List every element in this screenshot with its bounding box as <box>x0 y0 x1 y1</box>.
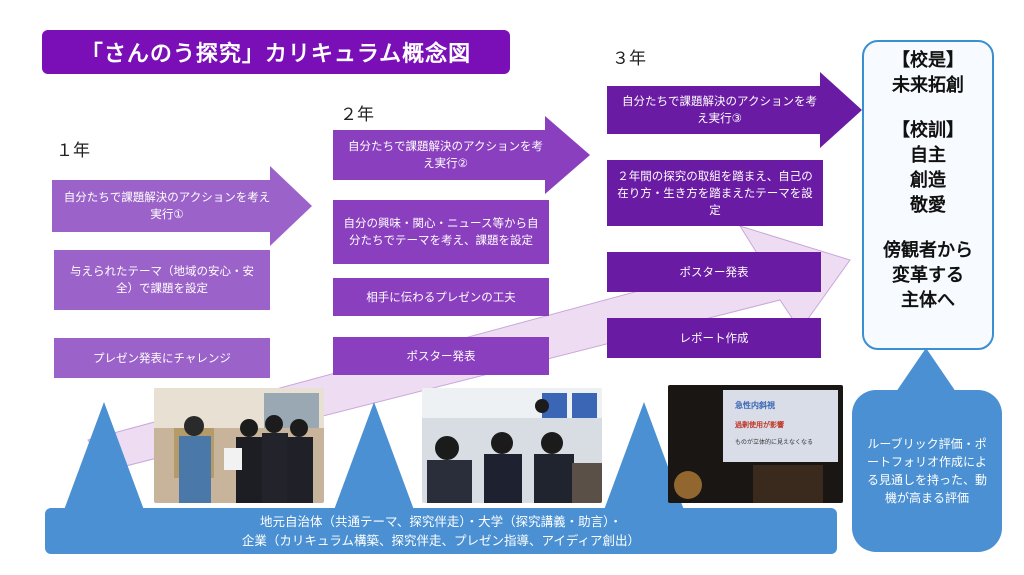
year2-action-arrow: 自分たちで課題解決のアクションを考え実行② <box>333 130 558 180</box>
year2-presentation-box: 相手に伝わるプレゼンの工夫 <box>333 278 549 316</box>
year2-action-text: 自分たちで課題解決のアクションを考え実行② <box>348 139 543 170</box>
support-triangle-2 <box>334 402 414 510</box>
partners-bar: 地元自治体（共通テーマ、探究伴走）・大学（探究講義・助言）・ 企業（カリキュラム… <box>45 508 837 554</box>
partners-line-1: 地元自治体（共通テーマ、探究伴走）・大学（探究講義・助言）・ <box>260 514 622 529</box>
slide-presentation-photo <box>668 385 843 503</box>
students-presentation-photo <box>154 388 324 503</box>
motto: 未来拓創 <box>892 75 964 96</box>
year3-action-text: 自分たちで課題解決のアクションを考え実行③ <box>622 94 817 125</box>
school-goal-box: 【校是】 未来拓創 【校訓】 自主 創造 敬愛 傍観者から 変革する 主体へ <box>862 40 994 350</box>
motto-label: 【校是】 <box>892 50 964 71</box>
page-title: 「さんのう探究」カリキュラム概念図 <box>42 30 510 74</box>
year3-arrow-shape <box>607 72 862 148</box>
support-triangle-eval <box>896 348 956 392</box>
year2-theme-box: 自分の興味・関心・ニュース等から自分たちでテーマを考え、課題を設定 <box>333 200 549 264</box>
year3-report-box: レポート作成 <box>607 318 821 358</box>
precept-2: 創造 <box>910 170 946 191</box>
evaluation-box: ルーブリック評価・ポートフォリオ作成による見通しを持った、動機が高まる評価 <box>852 390 1002 552</box>
precept-3: 敬愛 <box>910 195 946 216</box>
year3-poster-box: ポスター発表 <box>607 252 821 292</box>
year1-action-text: 自分たちで課題解決のアクションを考え実行① <box>63 190 271 221</box>
vision-line-2: 変革する <box>892 265 964 286</box>
year2-label: ２年 <box>340 105 374 125</box>
year3-theme-box: ２年間の探究の取組を踏まえ、自己の在り方・生き方を踏まえたテーマを設定 <box>607 160 823 226</box>
vision-line-3: 主体へ <box>901 290 955 311</box>
partners-line-2: 企業（カリキュラム構築、探究伴走、プレゼン指導、アイディア創出） <box>241 533 641 548</box>
support-triangle-1 <box>64 402 144 510</box>
slide-line-2: 過剰使用が影響 <box>735 421 784 429</box>
students-poster-photo <box>422 388 602 503</box>
precept-1: 自主 <box>910 145 946 166</box>
precepts-label: 【校訓】 <box>892 120 964 141</box>
vision-line-1: 傍観者から <box>883 240 973 261</box>
year3-action-arrow: 自分たちで課題解決のアクションを考え実行③ <box>607 86 832 134</box>
support-triangle-3 <box>604 402 684 510</box>
year3-label: ３年 <box>612 49 646 69</box>
slide-title-text: 急性内斜視 <box>735 401 775 410</box>
year1-label: １年 <box>56 141 90 161</box>
year1-arrow-shape <box>52 166 312 246</box>
year1-action-arrow: 自分たちで課題解決のアクションを考え実行① <box>52 180 282 232</box>
year1-theme-box: 与えられたテーマ（地域の安心・安全）で課題を設定 <box>54 250 270 310</box>
year2-arrow-shape <box>333 116 590 194</box>
year2-poster-box: ポスター発表 <box>333 337 549 375</box>
slide-line-3: ものが立体的に見えなくなる <box>735 439 814 446</box>
year1-presentation-box: プレゼン発表にチャレンジ <box>54 338 270 378</box>
